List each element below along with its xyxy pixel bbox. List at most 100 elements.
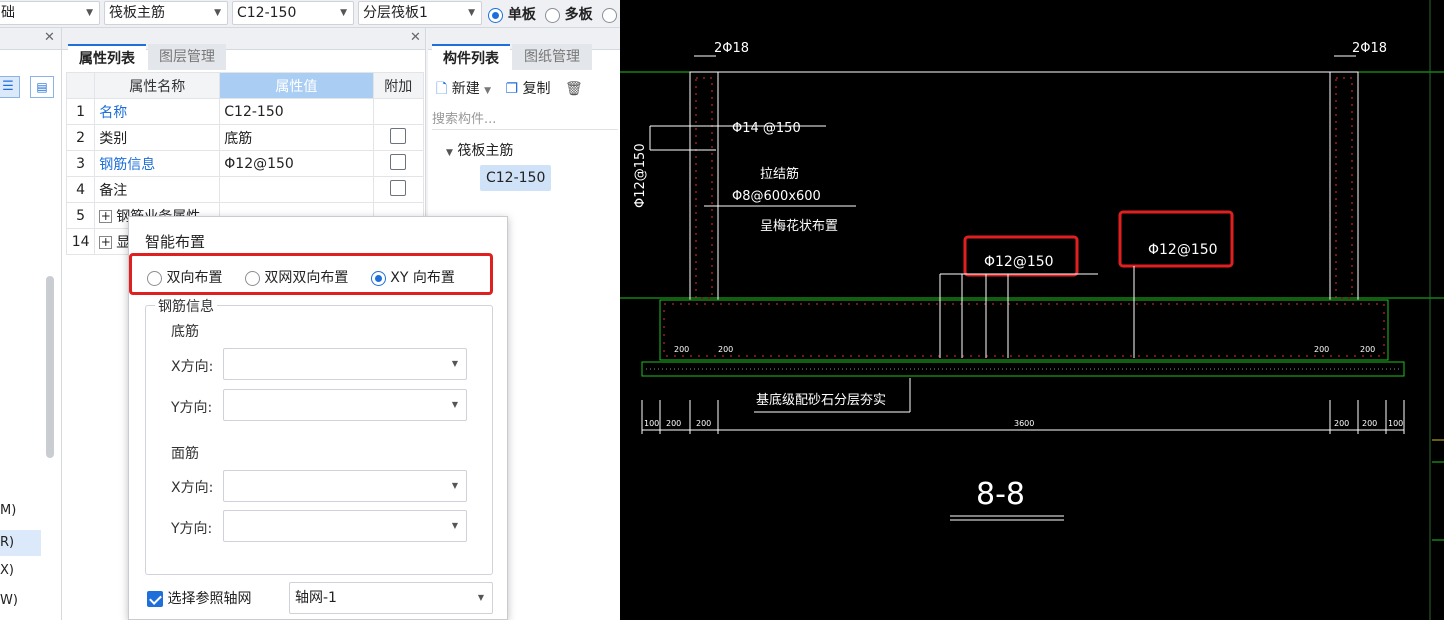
scrollbar-thumb[interactable] [46, 276, 54, 458]
raft-slab-hatch [663, 303, 1385, 357]
extra-checkbox[interactable] [390, 127, 407, 144]
dim-label: 200 [666, 419, 681, 428]
component-toolbar: 🗋 新建 ▼ ❐ 复制 🗑 [436, 78, 583, 102]
top-left-bar-label: 2Φ18 [714, 41, 749, 56]
top-right-bar-label: 2Φ18 [1352, 41, 1387, 56]
chevron-down-icon: ▼ [214, 8, 221, 18]
dialog-title: 智能布置 [145, 233, 206, 251]
top-x-select[interactable]: ▼ [223, 470, 467, 502]
tie-bar-note: 呈梅花状布置 [760, 218, 838, 234]
nav-item-r[interactable]: R) [0, 530, 41, 556]
row-number: 5 [65, 202, 96, 229]
new-button[interactable]: 🗋 新建 ▼ [436, 81, 491, 97]
component-combo-value: C12-150 [237, 5, 297, 21]
layer-combo[interactable]: 分层筏板1 ▼ [358, 1, 482, 25]
list-view-icon[interactable]: ☰ [0, 76, 20, 98]
nav-item-x[interactable]: X) [0, 563, 14, 578]
top-y-select[interactable]: ▼ [223, 510, 467, 542]
layer-combo-value: 分层筏板1 [363, 5, 428, 21]
bottom-x-select[interactable]: ▼ [223, 348, 467, 380]
left-nav-panel: ✕ ☰ ▤ M) R) X) W) [0, 28, 62, 620]
single-board-radio[interactable] [488, 7, 503, 23]
property-value[interactable]: C12-150 [219, 98, 374, 125]
nav-item-m[interactable]: M) [0, 503, 17, 518]
property-value[interactable] [219, 176, 374, 203]
chevron-down-icon: ▼ [477, 593, 484, 602]
floor-combo-value: 础 [1, 5, 15, 21]
column-header-name: 属性名称 [94, 72, 221, 99]
base-layer [641, 361, 1405, 377]
tab-layers[interactable]: 图层管理 [148, 44, 226, 70]
tree-parent-item[interactable]: ▼ 筏板主筋 [446, 140, 513, 160]
right-wall-hatch [1335, 77, 1353, 299]
close-icon[interactable]: ✕ [44, 30, 55, 45]
double-net-radio[interactable] [244, 270, 260, 286]
axis-select[interactable]: 轴网-1 ▼ [289, 582, 493, 614]
xy-radio[interactable] [370, 270, 386, 286]
close-icon[interactable]: ✕ [410, 30, 421, 45]
tie-bar-title: 拉结筋 [760, 166, 799, 182]
axis-reference-label: 选择参照轴网 [167, 591, 252, 607]
nav-item-w[interactable]: W) [0, 593, 18, 608]
dim-label: 200 [1360, 345, 1375, 354]
expand-icon[interactable]: + [99, 235, 113, 249]
collapse-icon[interactable]: ▼ [446, 148, 453, 158]
tab-components[interactable]: 构件列表 [432, 44, 510, 70]
component-search-input[interactable]: 搜索构件... [432, 108, 618, 130]
tab-drawings[interactable]: 图纸管理 [512, 44, 592, 70]
top-y-label: Y方向: [171, 521, 213, 537]
property-value[interactable]: 底筋 [219, 124, 374, 151]
single-board-label: 单板 [507, 7, 536, 23]
extra-checkbox[interactable] [390, 179, 407, 196]
bottom-bar-callout: Φ12@150 [984, 254, 1054, 270]
copy-button[interactable]: ❐ 复制 [506, 81, 551, 97]
bidirectional-radio[interactable] [147, 270, 162, 286]
property-name: 钢筋信息 [94, 150, 221, 177]
component-combo[interactable]: C12-150 ▼ [232, 1, 354, 25]
copy-icon: ❐ [505, 81, 519, 97]
cad-section-drawing: 2Φ18 2Φ18 Φ14 @150 Φ12@150 拉结筋 Φ8@600x60… [620, 0, 1444, 620]
category-combo[interactable]: 筏板主筋 ▼ [104, 1, 228, 25]
row-num-header [65, 72, 96, 99]
table-row[interactable]: 2 类别 底筋 [65, 124, 425, 151]
dim-label: 100 [1388, 419, 1403, 428]
cad-drawing-canvas[interactable]: 2Φ18 2Φ18 Φ14 @150 Φ12@150 拉结筋 Φ8@600x60… [620, 0, 1444, 620]
vertical-bar-label: Φ12@150 [633, 143, 648, 208]
table-row[interactable]: 3 钢筋信息 Φ12@150 [65, 150, 425, 177]
chevron-down-icon: ▼ [340, 8, 347, 18]
property-name: 类别 [94, 124, 221, 151]
extra-radio[interactable] [601, 7, 617, 23]
top-bar-label: 面筋 [171, 446, 199, 462]
category-combo-value: 筏板主筋 [109, 5, 165, 21]
property-extra [372, 98, 425, 125]
dim-label: 200 [1334, 419, 1349, 428]
extra-checkbox[interactable] [390, 153, 407, 170]
floor-combo[interactable]: 础 ▼ [0, 1, 100, 25]
property-value[interactable]: Φ12@150 [219, 150, 374, 177]
axis-reference-checkbox[interactable] [147, 591, 163, 607]
dim-label: 200 [696, 419, 711, 428]
table-header-row: 属性名称 属性值 附加 [65, 72, 425, 99]
chevron-down-icon: ▼ [484, 86, 492, 96]
table-row[interactable]: 4 备注 [65, 176, 425, 203]
dim-label: 200 [718, 345, 733, 354]
highlight-box [129, 253, 493, 295]
column-header-extra: 附加 [372, 72, 425, 99]
row-number: 14 [65, 228, 96, 255]
expand-icon[interactable]: + [99, 209, 113, 223]
chevron-down-icon: ▼ [451, 400, 458, 409]
property-extra [372, 176, 425, 203]
rebar-info-group [145, 305, 493, 575]
bottom-y-select[interactable]: ▼ [223, 389, 467, 421]
new-doc-icon: 🗋 [436, 81, 448, 97]
board-mode-radios: 单板 多板 [488, 4, 617, 24]
tree-parent-label: 筏板主筋 [457, 143, 514, 159]
detail-view-icon[interactable]: ▤ [30, 76, 54, 98]
tab-properties[interactable]: 属性列表 [68, 44, 146, 70]
tree-child-item[interactable]: C12-150 [480, 165, 552, 191]
table-row[interactable]: 1 名称 C12-150 [65, 98, 425, 125]
smart-placement-dialog: 智能布置 双向布置 双网双向布置 XY 向布置 钢筋信息 底筋 X方向: ▼ Y… [128, 216, 508, 620]
delete-icon[interactable]: 🗑 [565, 81, 583, 97]
multi-board-radio[interactable] [544, 7, 560, 23]
property-extra [372, 150, 425, 177]
